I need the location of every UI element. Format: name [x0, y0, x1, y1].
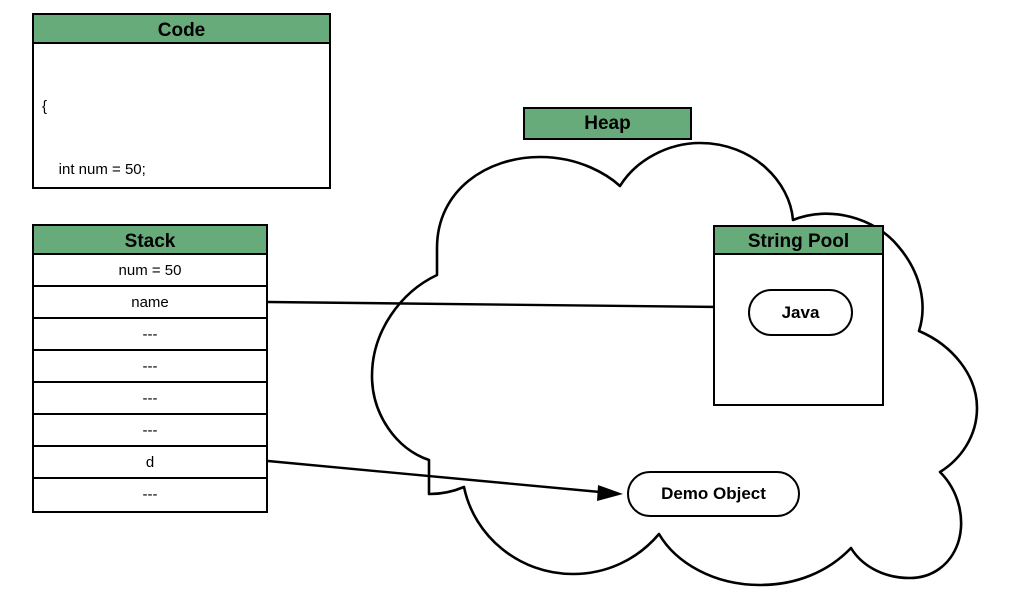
- stack-row: d: [34, 447, 266, 479]
- heap-cloud-shape: [370, 141, 979, 587]
- stack-row: ---: [34, 479, 266, 511]
- stack-row: ---: [34, 351, 266, 383]
- code-box: Code { int num = 50; String name = "Java…: [32, 13, 331, 367]
- stack-box-header: Stack: [34, 226, 266, 255]
- heap-label: Heap: [523, 107, 692, 140]
- stack-row: ---: [34, 383, 266, 415]
- stack-rows: num = 50 name --- --- --- --- d ---: [34, 255, 266, 511]
- heap-label-text: Heap: [525, 109, 690, 138]
- heap-object-demo-object: Demo Object: [627, 471, 800, 517]
- string-pool-entry-java: Java: [748, 289, 853, 336]
- arrow-d-to-demo-object: [267, 459, 623, 501]
- stack-row: ---: [34, 319, 266, 351]
- stack-box: Stack num = 50 name --- --- --- --- d --…: [32, 224, 268, 513]
- string-pool-header: String Pool: [715, 227, 882, 255]
- stack-row: name: [34, 287, 266, 319]
- stack-row: ---: [34, 415, 266, 447]
- code-line: int num = 50;: [42, 161, 146, 178]
- stack-row: num = 50: [34, 255, 266, 287]
- code-line: {: [42, 98, 48, 115]
- code-box-header: Code: [34, 15, 329, 44]
